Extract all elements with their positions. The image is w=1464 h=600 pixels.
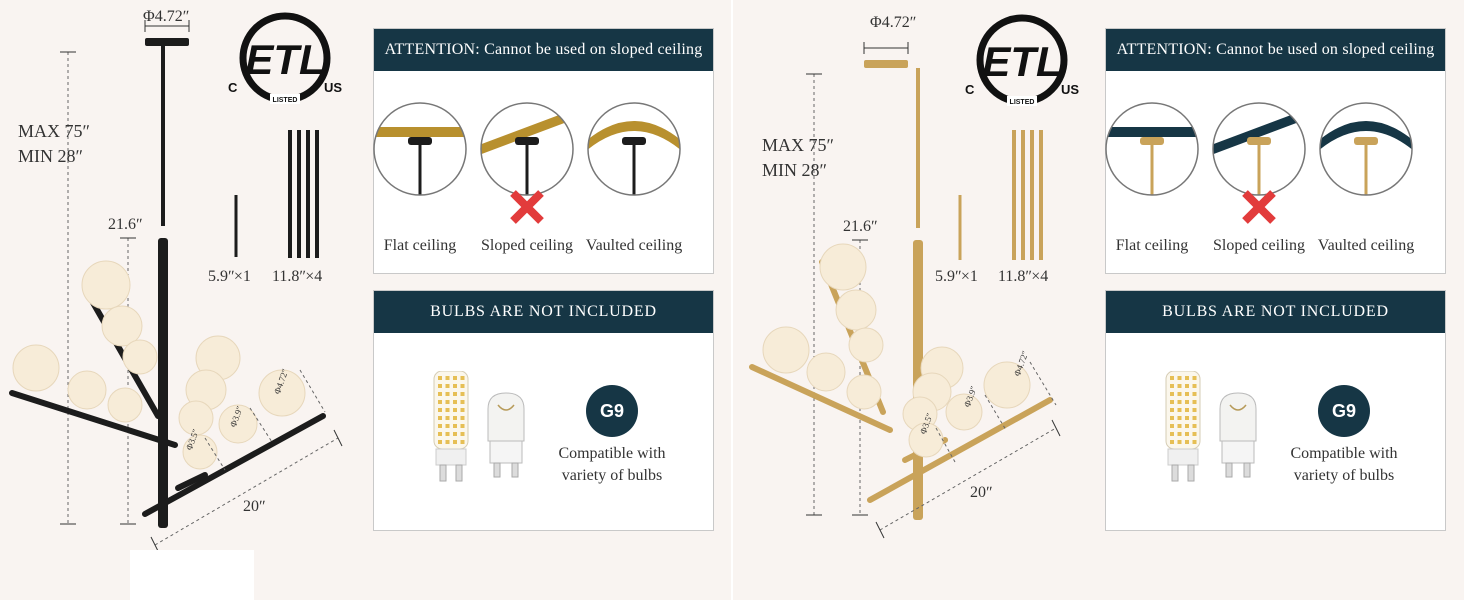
min-height-label: MIN 28ʺ bbox=[18, 146, 83, 166]
long-rod bbox=[1012, 130, 1016, 260]
glass-globe bbox=[819, 243, 867, 291]
glass-globe bbox=[81, 260, 131, 310]
g9-badge: G9 bbox=[1318, 385, 1370, 437]
attention-card: ATTENTION: Cannot be used on sloped ceil… bbox=[373, 28, 714, 274]
flat-ceiling-illustration bbox=[373, 102, 467, 196]
vaulted-ceiling-illustration bbox=[587, 102, 681, 196]
vaulted-ceiling-caption: Vaulted ceiling bbox=[585, 237, 683, 254]
body-height-label: 21.6ʺ bbox=[108, 216, 142, 233]
long-rod bbox=[306, 130, 310, 258]
glass-globe bbox=[945, 393, 983, 431]
variant-black: Φ4.72ʺ MAX 75ʺ MIN 28ʺ 21.6ʺ 20ʺ 5.9ʺ×1 11.8ʺ×… bbox=[9, 8, 714, 554]
long-rod bbox=[297, 130, 301, 258]
panel-divider bbox=[731, 0, 733, 600]
long-rod-label: 11.8ʺ×4 bbox=[272, 268, 323, 285]
bulbs-header: BULBS ARE NOT INCLUDED bbox=[374, 291, 713, 333]
width-label: 20ʺ bbox=[970, 484, 992, 501]
chandelier-arm bbox=[142, 413, 326, 517]
bulb-compat-line2: variety of bulbs bbox=[1293, 467, 1395, 484]
glass-globe bbox=[835, 289, 877, 331]
flat-ceiling-caption: Flat ceiling bbox=[383, 237, 457, 254]
bulbs-header: BULBS ARE NOT INCLUDED bbox=[1106, 291, 1445, 333]
long-rod bbox=[315, 130, 319, 258]
vaulted-ceiling-caption: Vaulted ceiling bbox=[1317, 237, 1415, 254]
sloped-ceiling-caption: Sloped ceiling bbox=[1213, 237, 1305, 254]
glass-globe bbox=[101, 305, 143, 347]
long-rod bbox=[288, 130, 292, 258]
attention-card: ATTENTION: Cannot be used on sloped ceil… bbox=[1105, 28, 1446, 274]
flat-ceiling-caption: Flat ceiling bbox=[1115, 237, 1189, 254]
long-rod-label: 11.8ʺ×4 bbox=[998, 268, 1049, 285]
svg-text:LISTED: LISTED bbox=[273, 97, 298, 104]
svg-text:C: C bbox=[228, 80, 238, 95]
short-rod bbox=[958, 195, 962, 260]
short-rod bbox=[234, 195, 238, 257]
flat-ceiling-illustration bbox=[1105, 102, 1199, 196]
svg-text:LISTED: LISTED bbox=[1010, 99, 1035, 106]
bulb-compat-line1: Compatible with bbox=[558, 445, 666, 462]
min-height-label: MIN 28ʺ bbox=[762, 160, 827, 180]
stem-rod bbox=[916, 68, 920, 228]
body-height-label: 21.6ʺ bbox=[843, 218, 877, 235]
glass-globe bbox=[846, 374, 882, 410]
canopy-dimension-label: Φ4.72ʺ bbox=[870, 14, 916, 31]
glass-globe bbox=[67, 370, 107, 410]
svg-text:ETL: ETL bbox=[982, 38, 1061, 85]
width-label: 20ʺ bbox=[243, 498, 265, 515]
glass-globe bbox=[258, 369, 306, 417]
g9-bulb-icons bbox=[433, 371, 525, 482]
svg-text:C: C bbox=[965, 82, 975, 97]
long-rod bbox=[1030, 130, 1034, 260]
max-height-label: MAX 75ʺ bbox=[18, 121, 90, 141]
glass-globe bbox=[806, 352, 846, 392]
not-allowed-cross-icon bbox=[1242, 190, 1276, 224]
chandelier-arm bbox=[9, 390, 178, 448]
max-height-label: MAX 75ʺ bbox=[762, 135, 834, 155]
blank-patch bbox=[130, 550, 254, 600]
canopy bbox=[864, 60, 908, 68]
attention-header: ATTENTION: Cannot be used on sloped ceil… bbox=[1106, 29, 1445, 71]
glass-globe bbox=[848, 327, 884, 363]
long-rod bbox=[1039, 130, 1043, 260]
glass-globe bbox=[107, 387, 143, 423]
chandelier-drawing bbox=[9, 20, 343, 554]
glass-globe bbox=[762, 326, 810, 374]
sloped-ceiling-illustration bbox=[1212, 102, 1306, 196]
canopy bbox=[145, 38, 189, 46]
glass-globe bbox=[983, 361, 1031, 409]
stem-rod bbox=[161, 46, 165, 226]
svg-text:ETL: ETL bbox=[245, 36, 324, 83]
g9-bulb-icons bbox=[1165, 371, 1257, 482]
g9-badge: G9 bbox=[586, 385, 638, 437]
not-allowed-cross-icon bbox=[510, 190, 544, 224]
etl-listed-icon: ETL LISTED C US bbox=[965, 14, 1079, 106]
chandelier-arm bbox=[867, 397, 1053, 503]
svg-text:US: US bbox=[1061, 82, 1079, 97]
sloped-ceiling-illustration bbox=[480, 102, 574, 196]
bulb-compat-line2: variety of bulbs bbox=[561, 467, 663, 484]
variant-gold: Φ4.72ʺ MAX 75ʺ MIN 28ʺ 21.6ʺ 20ʺ 5.9ʺ×1 11.8ʺ×… bbox=[732, 0, 1464, 600]
sloped-ceiling-caption: Sloped ceiling bbox=[481, 237, 573, 254]
glass-globe bbox=[122, 339, 158, 375]
vaulted-ceiling-illustration bbox=[1319, 102, 1413, 196]
chandelier-arm bbox=[175, 472, 208, 491]
canopy-dimension-label: Φ4.72ʺ bbox=[143, 8, 189, 25]
glass-globe bbox=[12, 344, 60, 392]
attention-header: ATTENTION: Cannot be used on sloped ceil… bbox=[374, 29, 713, 71]
chandelier-drawing bbox=[749, 42, 1061, 539]
short-rod-label: 5.9ʺ×1 bbox=[208, 268, 251, 285]
chandelier-arm bbox=[749, 364, 893, 433]
bulb-compat-line1: Compatible with bbox=[1290, 445, 1398, 462]
short-rod-label: 5.9ʺ×1 bbox=[935, 268, 978, 285]
svg-text:US: US bbox=[324, 80, 342, 95]
glass-globe bbox=[218, 404, 258, 444]
long-rod bbox=[1021, 130, 1025, 260]
etl-listed-icon: ETL LISTED C US bbox=[228, 12, 342, 104]
